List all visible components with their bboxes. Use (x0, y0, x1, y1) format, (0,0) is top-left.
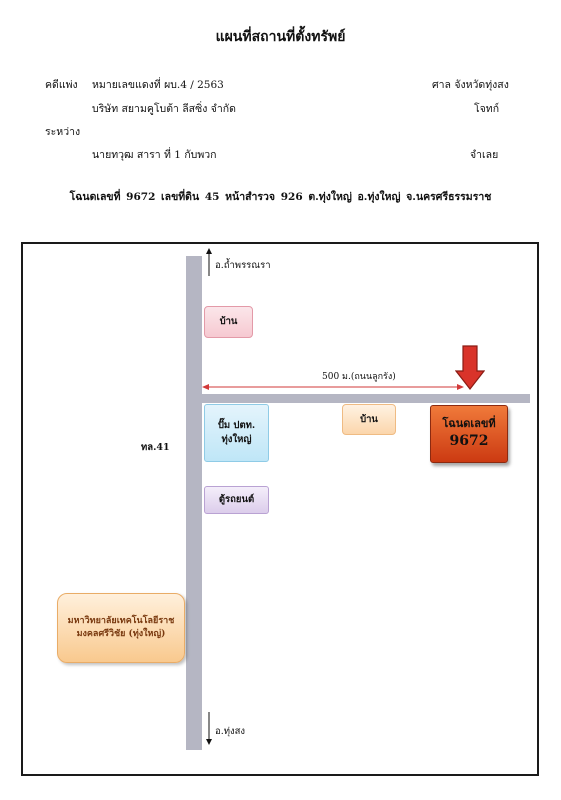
case-label: คดีแพ่ง (45, 79, 78, 91)
court-name: ศาล จังหวัดทุ่งสง (432, 79, 509, 91)
highway-road (186, 256, 202, 750)
car-kiosk-marker: ตู้รถยนต์ (204, 486, 269, 514)
between-label: ระหว่าง (45, 126, 81, 138)
car-kiosk-label: ตู้รถยนต์ (218, 494, 255, 506)
arrow-down-icon (206, 712, 212, 745)
deed-box-label: โฉนดเลขที่ (442, 417, 496, 431)
plaintiff-name: บริษัท สยามคูโบต้า ลีสซิ่ง จำกัด (92, 103, 236, 115)
distance-label: 500 ม.(ถนนลูกรัง) (322, 372, 396, 382)
university-name-line1: มหาวิทยาลัยเทคโนโลยีราช (67, 615, 175, 626)
house-label: บ้าน (219, 316, 238, 328)
dirt-road (202, 394, 530, 403)
deed-box-number: 9672 (449, 432, 489, 449)
deed-description: โฉนดเลขที่ 9672 เลขที่ดิน 45 หน้าสำรวจ 9… (69, 191, 492, 203)
highway-label: ทล.41 (141, 442, 170, 453)
house-marker-right: บ้าน (342, 404, 396, 435)
south-direction-label: อ.ทุ่งสง (215, 726, 246, 737)
north-direction-label: อ.ถ้ำพรรณรา (215, 260, 271, 271)
gas-station-label: ปั๊ม ปตท. (217, 420, 256, 432)
property-deed-marker: โฉนดเลขที่ 9672 (430, 405, 508, 463)
university-name-line2: มงคลศรีวิชัย (ทุ่งใหญ่) (76, 629, 166, 639)
document-title: แผนที่สถานที่ตั้งทรัพย์ (215, 29, 346, 45)
defendant-name: นายทวุฒ สารา ที่ 1 กับพวก (92, 149, 217, 161)
plaintiff-role: โจทก์ (474, 103, 500, 115)
map-frame (21, 242, 539, 776)
defendant-role: จำเลย (470, 149, 499, 161)
distance-arrow-icon (202, 384, 464, 390)
ptt-gas-station-marker: ปั๊ม ปตท. ทุ่งใหญ่ (204, 404, 269, 462)
arrow-up-icon (206, 248, 212, 276)
house-label: บ้าน (360, 413, 378, 425)
gas-station-location: ทุ่งใหญ่ (221, 434, 252, 445)
university-marker: มหาวิทยาลัยเทคโนโลยีราช มงคลศรีวิชัย (ทุ… (57, 593, 185, 663)
house-marker-top: บ้าน (204, 306, 253, 338)
case-number: หมายเลขแดงที่ ผบ.4 / 2563 (92, 79, 224, 91)
location-marker-arrow-icon (455, 345, 485, 390)
